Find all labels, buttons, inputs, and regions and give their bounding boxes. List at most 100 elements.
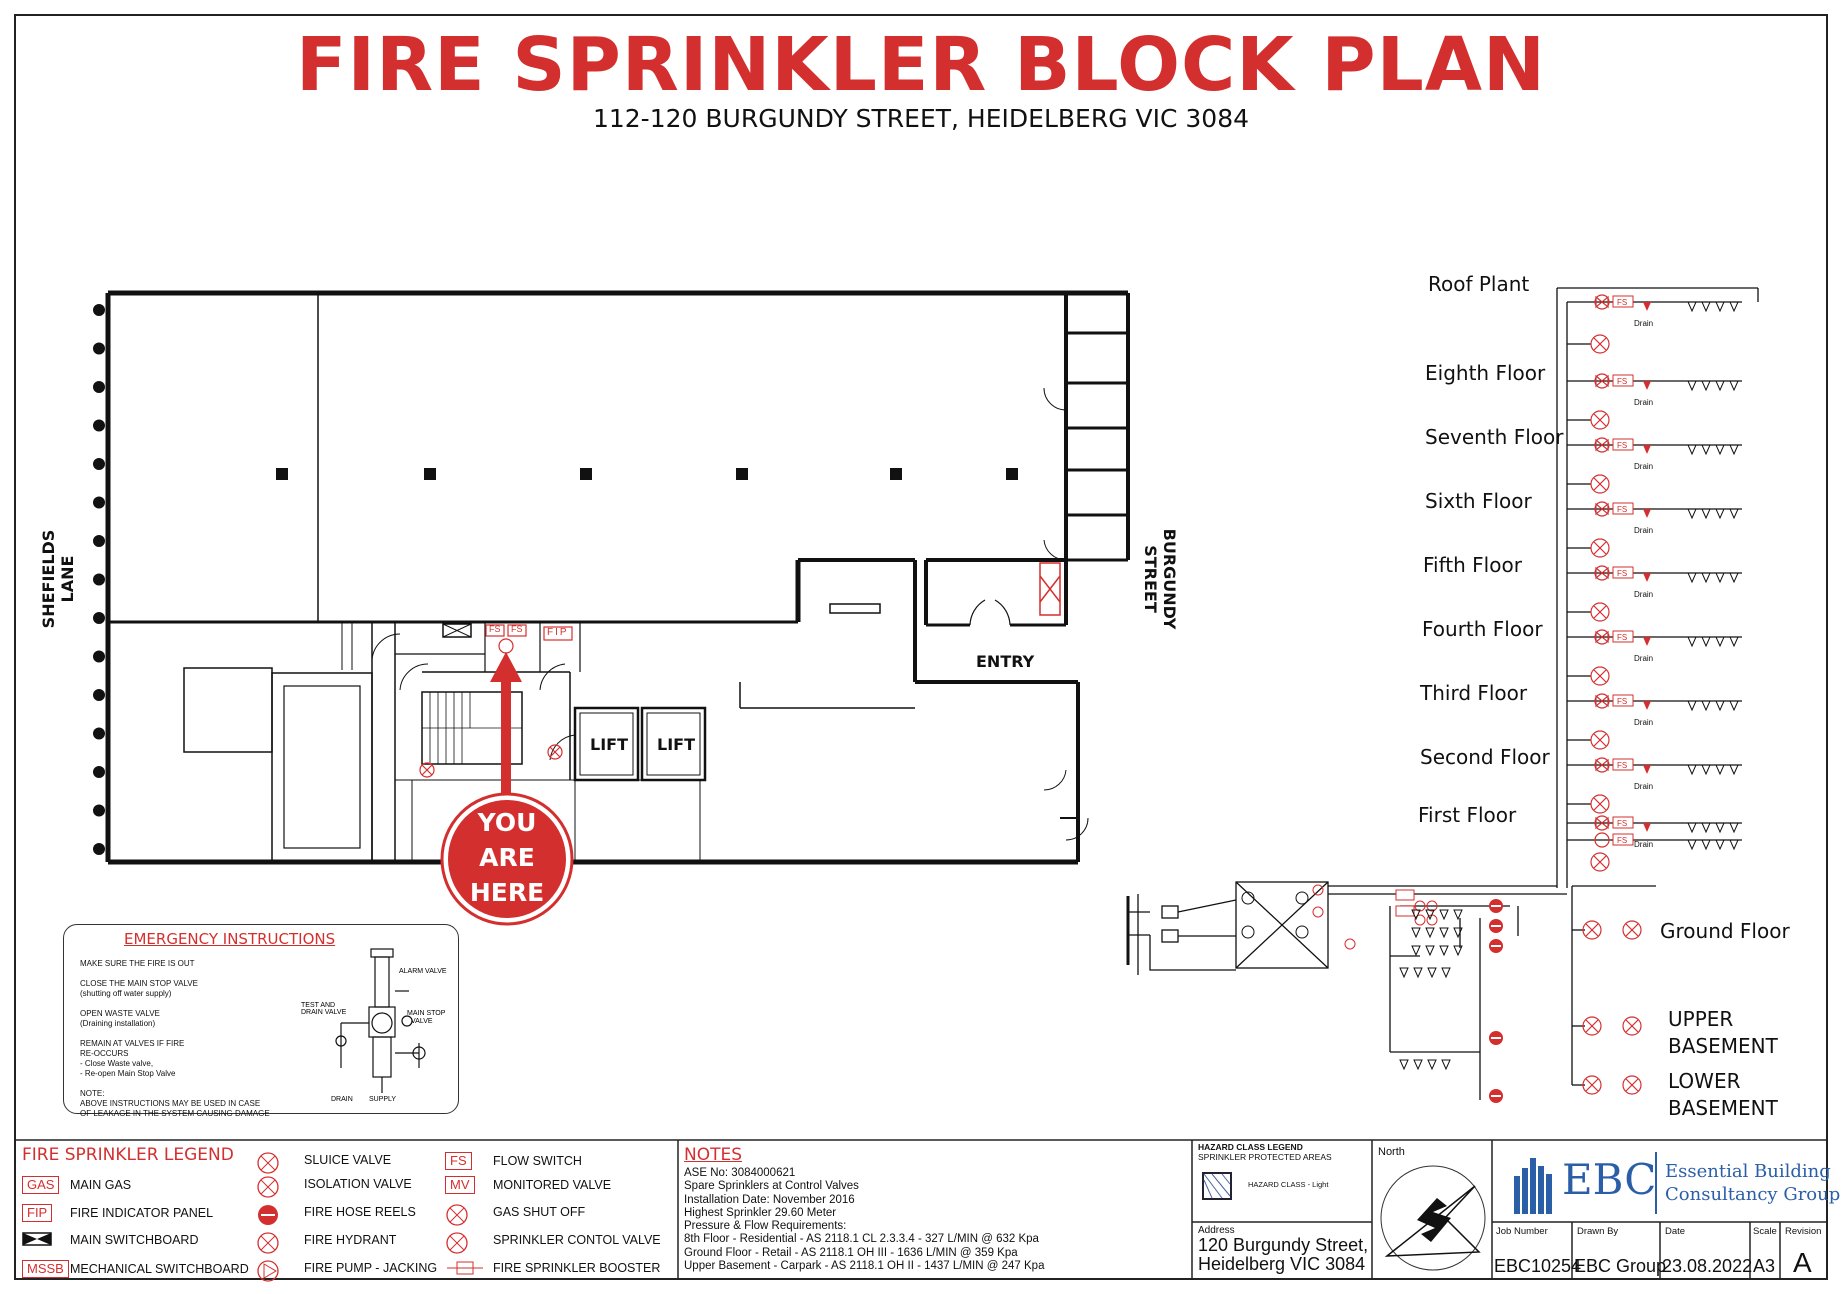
job-number-label: Job Number <box>1496 1226 1548 1237</box>
floor-label: Sixth Floor <box>1425 489 1532 513</box>
emergency-line: OPEN WASTE VALVE <box>80 1009 160 1018</box>
emergency-line <box>80 1029 270 1039</box>
flow-switch-tag <box>1612 694 1634 707</box>
flow-switch-label: FS <box>1617 697 1627 706</box>
valve-assembly-diagram: ALARM VALVE TEST AND DRAIN VALVE MAIN ST… <box>301 948 447 1103</box>
sprinkler-head-icon <box>1729 700 1739 712</box>
drain-label: Drain <box>1634 319 1653 328</box>
isolation-valve-icon <box>1622 1075 1642 1095</box>
sluice-valve-icon <box>1594 629 1610 645</box>
isolation-valve-icon <box>1590 410 1610 430</box>
legend-label: MAIN GAS <box>70 1178 132 1192</box>
emergency-line <box>80 999 270 1009</box>
legend-label: MAIN SWITCHBOARD <box>70 1232 199 1247</box>
floor-label: First Floor <box>1418 803 1517 827</box>
legend-item: MAIN SWITCHBOARD <box>22 1232 198 1247</box>
sprinkler-head-icon <box>1729 508 1739 520</box>
column <box>1006 468 1018 480</box>
sluice-valve-icon <box>1594 437 1610 453</box>
sprinkler-head-icon <box>1701 444 1711 456</box>
sprinkler-head-icon <box>1425 927 1435 939</box>
sprinkler-head-icon <box>1729 301 1739 313</box>
legend-label: FIRE INDICATOR PANEL <box>70 1206 214 1220</box>
emergency-line: - Close Waste valve, <box>80 1059 154 1068</box>
drain-icon <box>1643 381 1651 390</box>
column <box>890 468 902 480</box>
flow-switch-label: FS <box>1617 819 1627 828</box>
flow-switch-tag <box>1612 566 1634 579</box>
fs-tag-a: FS <box>489 624 501 634</box>
floor-label: Seventh Floor <box>1425 425 1564 449</box>
sprinkler-head-icon <box>1715 839 1725 851</box>
boundary-dot <box>93 650 105 663</box>
page-subtitle: 112-120 BURGUNDY STREET, HEIDELBERG VIC … <box>592 104 1250 133</box>
drain-label: DRAIN <box>331 1096 353 1103</box>
column <box>276 468 288 480</box>
sprinkler-head-icon <box>1715 444 1725 456</box>
isolation-valve-icon <box>1582 920 1602 940</box>
sluice-valve-icon <box>1344 938 1356 950</box>
job-number: EBC10254 <box>1494 1256 1582 1276</box>
sprinkler-head-icon <box>1399 1059 1409 1071</box>
floor-label: Roof Plant <box>1428 272 1530 296</box>
sluice-valve-icon <box>1312 884 1324 896</box>
sprinkler-head-icon <box>1413 1059 1423 1071</box>
you-are-here-marker <box>440 652 574 926</box>
booster-outlet-icon <box>1295 925 1309 939</box>
supply-label: SUPPLY <box>369 1096 396 1103</box>
legend-item: FIRE PUMP - JACKING <box>256 1260 437 1282</box>
page-title: FIRE SPRINKLER BLOCK PLAN <box>296 22 1546 108</box>
boundary-dot <box>93 496 105 509</box>
floor-plan <box>105 290 1130 865</box>
floor-label: Fourth Floor <box>1422 617 1543 641</box>
legend-title: FIRE SPRINKLER LEGEND <box>22 1145 234 1165</box>
sprinkler-head-icon <box>1425 909 1435 921</box>
svg-text:TEST AND: TEST AND <box>301 1002 335 1009</box>
lift-label-2: LIFT <box>657 735 695 754</box>
floor-label: Eighth Floor <box>1425 361 1546 385</box>
sprinkler-control-icon <box>1414 914 1426 926</box>
sluice-valve-icon <box>1594 693 1610 709</box>
notes-title: NOTES <box>684 1145 743 1165</box>
address-label: Address <box>1198 1225 1235 1236</box>
date-label: Date <box>1665 1226 1686 1237</box>
sluice-valve-icon <box>1594 815 1610 831</box>
sprinkler-head-icon <box>1701 636 1711 648</box>
emergency-line: ABOVE INSTRUCTIONS MAY BE USED IN CASE <box>80 1099 261 1108</box>
legend-item: FIRE SPRINKLER BOOSTER <box>445 1260 660 1275</box>
sprinkler-head-icon <box>1687 380 1697 392</box>
isolation-valve-icon <box>1590 852 1610 872</box>
emergency-text: MAKE SURE THE FIRE IS OUT CLOSE THE MAIN… <box>80 959 270 1119</box>
floor-label: Fifth Floor <box>1423 553 1522 577</box>
notes-line: 8th Floor - Residential - AS 2118.1 CL 2… <box>684 1233 1039 1246</box>
legend-label: FIRE HYDRANT <box>304 1232 397 1247</box>
sprinkler-head-icon <box>1687 839 1697 851</box>
revision-label: Revision <box>1785 1226 1822 1237</box>
sprinkler-head-icon <box>1453 909 1463 921</box>
sprinkler-head-icon <box>1715 636 1725 648</box>
boundary-dot <box>93 381 105 393</box>
sprinkler-head-icon <box>1701 822 1711 834</box>
notes-line: Highest Sprinkler 29.60 Meter <box>684 1206 837 1219</box>
sprinkler-head-icon <box>1411 927 1421 939</box>
boundary-dot <box>93 535 105 547</box>
drain-icon <box>1643 302 1651 311</box>
sprinkler-head-icon <box>1439 945 1449 957</box>
sprinkler-head-icon <box>1701 508 1711 520</box>
isolation-valve-icon <box>1590 730 1610 750</box>
flow-switch-label: FS <box>1617 298 1627 307</box>
sprinkler-head-icon <box>1687 444 1697 456</box>
legend-label: FIRE HOSE REELS <box>304 1204 416 1219</box>
boundary-dot <box>93 419 105 432</box>
drain-label: Drain <box>1634 590 1653 599</box>
legend-item: FIRE HOSE REELS <box>256 1204 416 1225</box>
sprinkler-head-icon <box>1687 822 1697 834</box>
svg-text:VALVE: VALVE <box>411 1018 433 1025</box>
flow-switch-tag <box>1612 295 1634 308</box>
isolation-valve-icon <box>1582 1016 1602 1036</box>
boundary-dot <box>93 612 105 624</box>
sprinkler-head-icon <box>1701 301 1711 313</box>
column <box>580 468 592 480</box>
